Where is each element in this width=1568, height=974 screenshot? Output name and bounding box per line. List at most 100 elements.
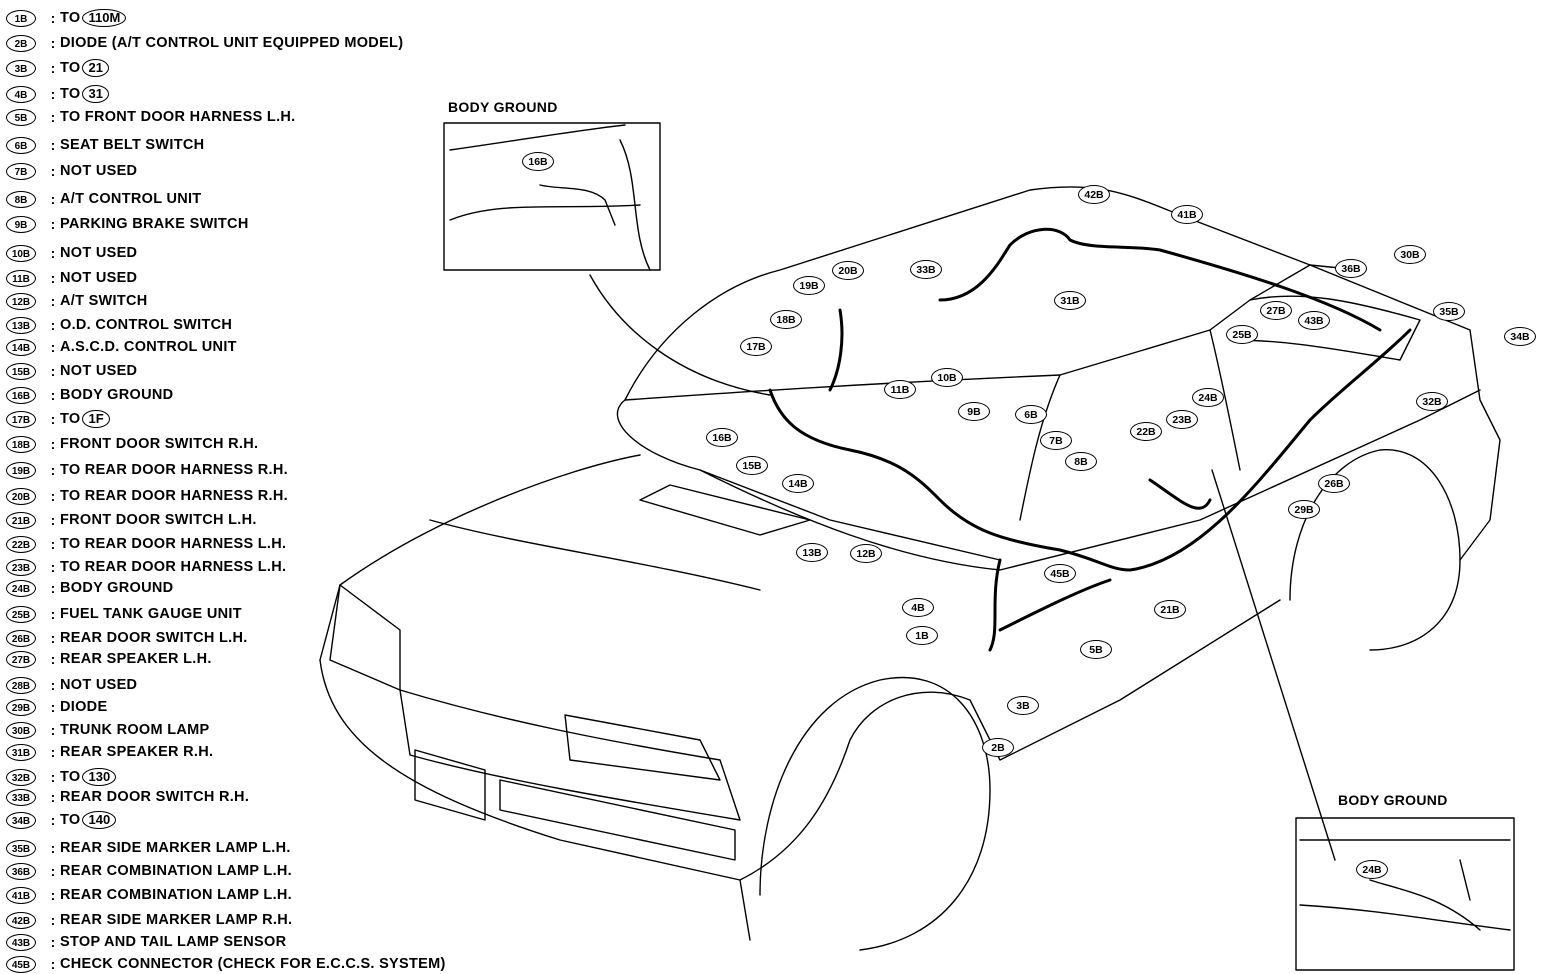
legend-item: 9B:PARKING BRAKE SWITCH <box>6 214 249 234</box>
callout-4b: 4B <box>902 598 934 617</box>
legend-description: NOT USED <box>60 363 138 379</box>
car-lower-grille <box>414 749 486 821</box>
legend-separator: : <box>50 10 56 26</box>
legend-description: TO FRONT DOOR HARNESS L.H. <box>60 109 296 125</box>
legend-separator: : <box>50 137 56 153</box>
legend-description: REAR SPEAKER L.H. <box>60 651 212 667</box>
legend-separator: : <box>50 488 56 504</box>
legend-item: 11B:NOT USED <box>6 268 137 288</box>
legend-item: 43B:STOP AND TAIL LAMP SENSOR <box>6 932 286 952</box>
legend-description: TO <box>60 10 81 26</box>
legend-code-badge: 4B <box>6 85 36 103</box>
legend-separator: : <box>50 580 56 596</box>
legend-code-badge: 18B <box>6 435 36 453</box>
legend-code-badge: 32B <box>6 768 36 786</box>
legend-description: TO <box>60 60 81 76</box>
legend-code-badge: 43B <box>6 933 36 951</box>
legend-code-badge: 24B <box>6 579 36 597</box>
legend-item: 6B:SEAT BELT SWITCH <box>6 135 204 155</box>
legend-separator: : <box>50 191 56 207</box>
legend-item: 21B:FRONT DOOR SWITCH L.H. <box>6 510 257 530</box>
legend-description: A/T CONTROL UNIT <box>60 191 202 207</box>
callout-33b: 33B <box>910 260 942 279</box>
legend-description: NOT USED <box>60 270 138 286</box>
legend-code-badge: 6B <box>6 136 36 154</box>
legend-separator: : <box>50 744 56 760</box>
callout-18b: 18B <box>770 310 802 329</box>
legend-separator: : <box>50 812 56 828</box>
legend-separator: : <box>50 722 56 738</box>
legend-item: 42B:REAR SIDE MARKER LAMP R.H. <box>6 910 292 930</box>
legend-separator: : <box>50 163 56 179</box>
car-rear-window <box>1229 295 1421 361</box>
legend-item: 13B:O.D. CONTROL SWITCH <box>6 315 232 335</box>
legend-code-badge: 13B <box>6 316 36 334</box>
legend-code-badge: 33B <box>6 788 36 806</box>
legend-code-badge: 30B <box>6 721 36 739</box>
legend-item: 5B:TO FRONT DOOR HARNESS L.H. <box>6 107 296 127</box>
callout-35b: 35B <box>1433 302 1465 321</box>
callout-2b: 2B <box>982 738 1014 757</box>
legend-description: NOT USED <box>60 163 138 179</box>
callout-43b: 43B <box>1298 311 1330 330</box>
legend-code-badge: 14B <box>6 338 36 356</box>
legend-description: SEAT BELT SWITCH <box>60 137 205 153</box>
legend-separator: : <box>50 109 56 125</box>
legend-code-badge: 21B <box>6 511 36 529</box>
legend-item: 7B:NOT USED <box>6 161 137 181</box>
callout-11b: 11B <box>884 380 916 399</box>
legend-item: 25B:FUEL TANK GAUGE UNIT <box>6 604 242 624</box>
leader-to-bottom-inset <box>1211 469 1336 861</box>
bottom-inset-code: 24B <box>1356 860 1388 879</box>
legend-separator: : <box>50 769 56 785</box>
legend-description: REAR SPEAKER R.H. <box>60 744 214 760</box>
legend-item: 10B:NOT USED <box>6 243 137 263</box>
legend-item: 15B:NOT USED <box>6 361 137 381</box>
legend-item: 8B:A/T CONTROL UNIT <box>6 189 201 209</box>
callout-9b: 9B <box>958 402 990 421</box>
callout-6b: 6B <box>1015 405 1047 424</box>
legend-item: 41B:REAR COMBINATION LAMP L.H. <box>6 885 292 905</box>
legend-code-badge: 45B <box>6 955 36 973</box>
legend-separator: : <box>50 245 56 261</box>
legend-separator: : <box>50 216 56 232</box>
callout-19b: 19B <box>793 276 825 295</box>
legend-description: DIODE (A/T CONTROL UNIT EQUIPPED MODEL) <box>60 35 404 51</box>
legend-reference: 140 <box>82 811 117 829</box>
leader-to-top-inset <box>589 274 771 396</box>
legend-separator: : <box>50 699 56 715</box>
legend-code-badge: 19B <box>6 461 36 479</box>
legend-separator: : <box>50 387 56 403</box>
callout-7b: 7B <box>1040 431 1072 450</box>
legend-description: TRUNK ROOM LAMP <box>60 722 210 738</box>
legend-code-badge: 29B <box>6 698 36 716</box>
legend-description: A.S.C.D. CONTROL UNIT <box>60 339 237 355</box>
bottom-inset-detail <box>1299 839 1511 931</box>
legend-reference: 31 <box>82 85 109 103</box>
legend-item: 2B:DIODE (A/T CONTROL UNIT EQUIPPED MODE… <box>6 33 403 53</box>
legend-code-badge: 3B <box>6 59 36 77</box>
legend-code-badge: 41B <box>6 886 36 904</box>
car-fog-lamp <box>499 779 736 861</box>
legend-code-badge: 1B <box>6 9 36 27</box>
legend-separator: : <box>50 536 56 552</box>
legend-code-badge: 15B <box>6 362 36 380</box>
legend-description: NOT USED <box>60 245 138 261</box>
legend-description: FRONT DOOR SWITCH R.H. <box>60 436 259 452</box>
legend-description: REAR SIDE MARKER LAMP L.H. <box>60 840 291 856</box>
legend-code-badge: 9B <box>6 215 36 233</box>
legend-code-badge: 10B <box>6 244 36 262</box>
legend-item: 29B:DIODE <box>6 697 107 717</box>
legend-item: 12B:A/T SWITCH <box>6 291 148 311</box>
legend-description: TO <box>60 86 81 102</box>
legend-separator: : <box>50 559 56 575</box>
legend-description: REAR DOOR SWITCH R.H. <box>60 789 250 805</box>
callout-34b: 34B <box>1504 327 1536 346</box>
callout-13b: 13B <box>796 543 828 562</box>
callout-29b: 29B <box>1288 500 1320 519</box>
legend-code-badge: 34B <box>6 811 36 829</box>
legend-item: 19B:TO REAR DOOR HARNESS R.H. <box>6 460 288 480</box>
legend-item: 20B:TO REAR DOOR HARNESS R.H. <box>6 486 288 506</box>
callout-41b: 41B <box>1171 205 1203 224</box>
